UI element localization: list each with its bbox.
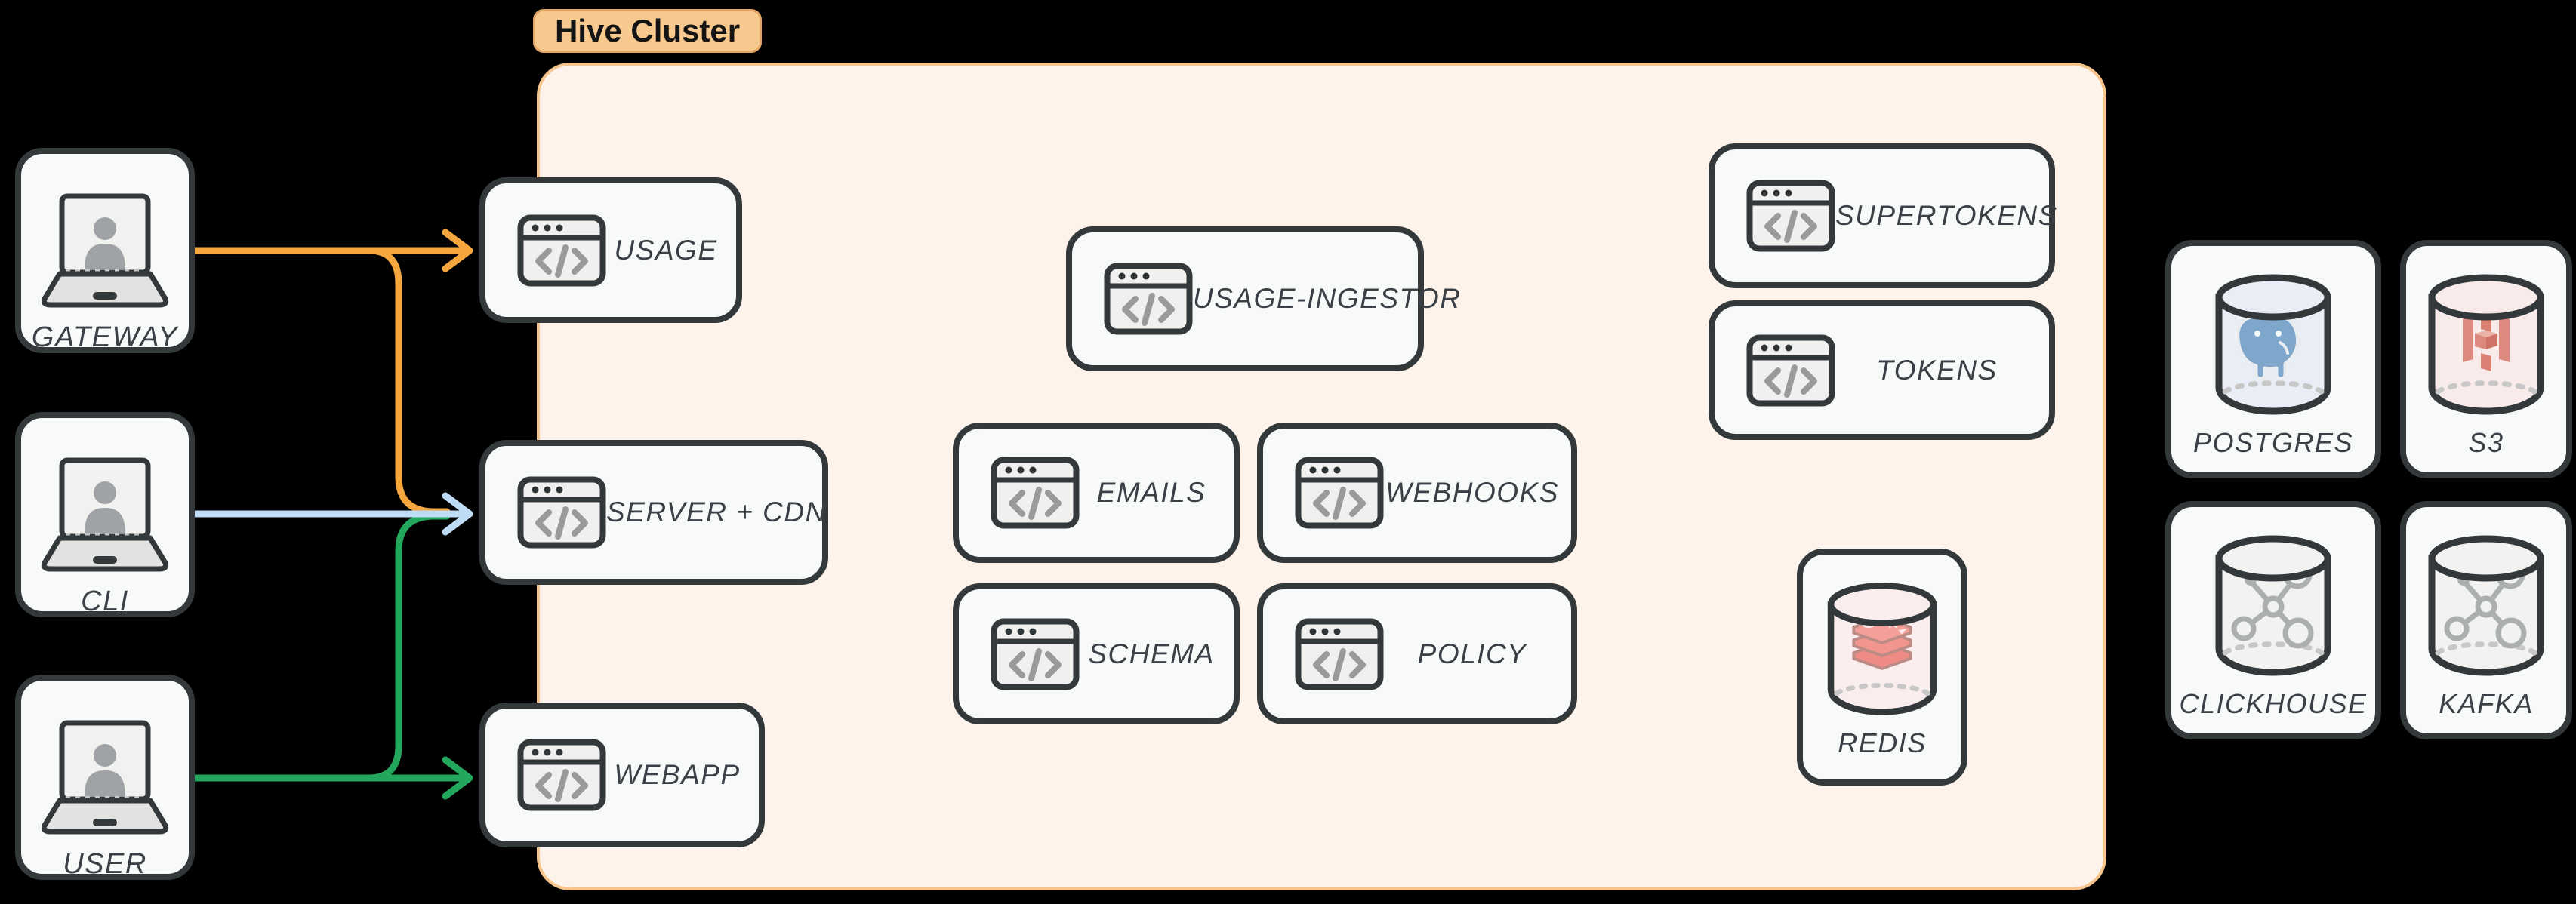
service-node-usage: USAGE — [479, 177, 742, 323]
edge-gateway-usage-arrowhead — [442, 229, 473, 272]
postgres-icon — [2206, 270, 2340, 418]
edge-user-servercdn — [368, 512, 451, 782]
client-node-cli: CLI — [15, 412, 195, 617]
service-label: POLICY — [1417, 638, 1527, 669]
hive-cluster-label: Hive Cluster — [533, 9, 763, 53]
service-label: SCHEMA — [1088, 638, 1215, 669]
datastore-node-redis: REDIS — [1797, 549, 1967, 786]
code-window-icon — [1295, 618, 1384, 690]
service-label: WEBAPP — [614, 759, 741, 790]
code-window-icon — [517, 739, 606, 811]
client-node-user: USER — [15, 675, 195, 880]
service-node-tokens: TOKENS — [1709, 300, 2055, 440]
code-window-icon — [1746, 180, 1835, 252]
service-node-emails: EMAILS — [953, 423, 1240, 563]
code-window-icon — [517, 214, 606, 287]
service-node-policy: POLICY — [1257, 583, 1577, 724]
laptop-user-icon — [35, 720, 175, 835]
code-window-icon — [991, 457, 1080, 529]
datastore-node-s3: S3 — [2400, 240, 2572, 478]
service-label: USAGE — [614, 234, 718, 266]
code-window-icon — [991, 618, 1080, 690]
datastore-label: POSTGRES — [2192, 427, 2354, 458]
datastore-label: CLICKHOUSE — [2179, 688, 2368, 719]
service-node-schema: SCHEMA — [953, 583, 1240, 724]
service-label: SUPERTOKENS — [1835, 200, 2058, 231]
laptop-user-icon — [35, 193, 175, 308]
client-label: GATEWAY — [31, 321, 179, 353]
edge-cli-servercdn-arrowhead — [442, 492, 473, 536]
client-label: USER — [63, 848, 147, 880]
code-window-icon — [1104, 263, 1193, 335]
service-label: USAGE-INGESTOR — [1193, 283, 1462, 314]
service-label: TOKENS — [1876, 354, 1998, 386]
s3-icon — [2419, 270, 2553, 418]
datastore-node-postgres: POSTGRES — [2165, 240, 2381, 478]
datastore-label: REDIS — [1838, 727, 1927, 758]
datastore-label: S3 — [2468, 427, 2504, 458]
laptop-user-icon — [35, 457, 175, 572]
service-node-webapp: WEBAPP — [479, 703, 765, 847]
client-node-gateway: GATEWAY — [15, 148, 195, 353]
datastore-label: KAFKA — [2439, 688, 2534, 719]
service-label: WEBHOOKS — [1385, 477, 1559, 508]
code-window-icon — [1746, 334, 1835, 407]
code-window-icon — [517, 476, 606, 549]
datastore-node-clickhouse: CLICKHOUSE — [2165, 501, 2381, 739]
edge-user-webapp-arrowhead — [442, 756, 473, 800]
service-label: SERVER + CDN — [606, 497, 827, 527]
client-label: CLI — [81, 586, 129, 617]
redis-icon — [1819, 579, 1946, 718]
datastore-node-kafka: KAFKA — [2400, 501, 2572, 739]
code-window-icon — [1295, 457, 1384, 529]
service-node-server-cdn: SERVER + CDN — [479, 440, 828, 585]
edge-gateway-servercdn — [368, 247, 451, 515]
service-node-webhooks: WEBHOOKS — [1257, 423, 1577, 563]
service-label: EMAILS — [1096, 477, 1206, 508]
service-node-usage-ingestor: USAGE-INGESTOR — [1066, 226, 1460, 371]
service-node-supertokens: SUPERTOKENS — [1709, 143, 2057, 288]
clickhouse-icon — [2206, 531, 2340, 679]
kafka-icon — [2419, 531, 2553, 679]
